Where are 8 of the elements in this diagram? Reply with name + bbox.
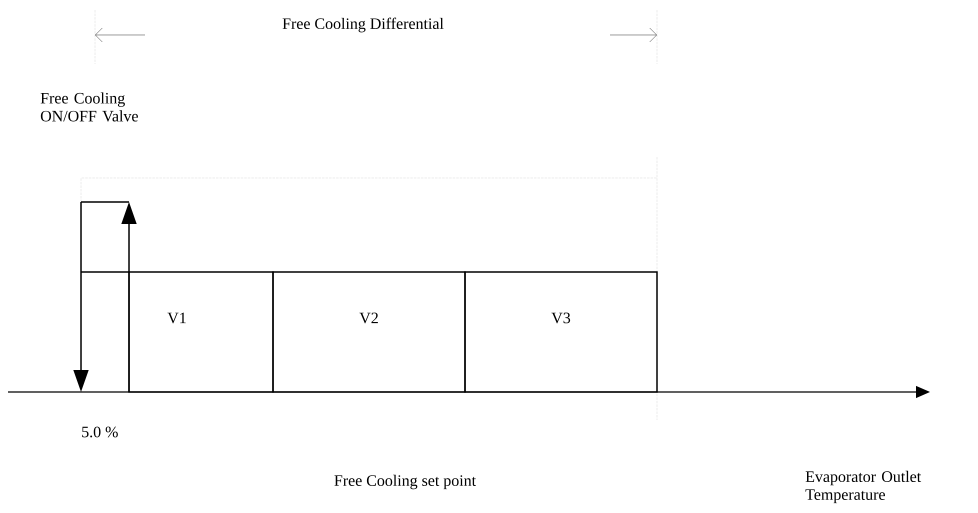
axis-label: Free Cooling Differential (282, 18, 444, 32)
valve-step-box: V2 (272, 271, 466, 393)
valve-step-box: V3 (464, 271, 658, 393)
axis-label: Free Cooling set point (334, 474, 476, 490)
axis-label: 5.0 % (82, 426, 118, 438)
axis-label: Evaporator Outlet Temperature (805, 470, 922, 504)
valve-step-box: V1 (128, 271, 274, 393)
axis-label: Free Cooling ON/OFF Valve (40, 92, 138, 122)
